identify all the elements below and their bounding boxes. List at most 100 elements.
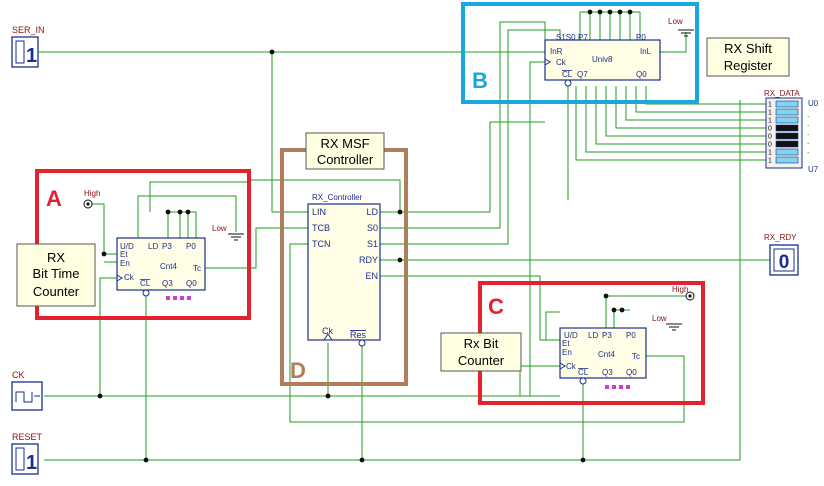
input-ser-in[interactable]: SER_IN 1 <box>11 25 45 68</box>
wire-reset <box>44 100 741 461</box>
junctions <box>97 9 633 463</box>
shift-register[interactable]: S1S0 P7 P0 InR InL Ck Univ8 CL Q7 Q0 <box>544 33 661 87</box>
rx-data-bit-led <box>775 100 799 108</box>
ck-label: CK <box>12 370 25 380</box>
junction-dot <box>617 9 623 15</box>
shift-reg-name: Univ8 <box>592 55 613 64</box>
svg-text:.: . <box>807 119 809 128</box>
low-c-label: Low <box>652 314 667 323</box>
junction-dot <box>619 307 625 313</box>
wire-b-inl <box>660 32 687 53</box>
wire-s0 <box>380 21 546 229</box>
pin-s1: S1 <box>367 239 378 249</box>
wire-s1 <box>380 29 561 245</box>
junction-dot <box>597 9 603 15</box>
rx-data-bit-led <box>775 132 799 140</box>
junction-dot <box>359 457 365 463</box>
pin-q3: Q3 <box>162 279 173 288</box>
pin-ck-b: Ck <box>556 58 567 67</box>
pin-tc-c: Tc <box>632 352 640 361</box>
pin-p0-c: P0 <box>626 331 636 340</box>
rx-data-top-label: U0 <box>808 99 819 108</box>
pin-lin: LIN <box>312 207 326 217</box>
clock-wave-icon <box>15 391 33 403</box>
pin-q0-b: Q0 <box>636 70 647 79</box>
junction-dot <box>143 457 149 463</box>
wire-tcn <box>289 243 685 423</box>
wires <box>44 11 770 461</box>
pin-inl: InL <box>640 47 652 56</box>
junction-dot <box>397 209 403 215</box>
clock-edge-icon <box>544 58 551 66</box>
pin-cl-b: CL <box>562 70 573 79</box>
region-a-letter: A <box>46 186 62 211</box>
ser-in-label: SER_IN <box>12 25 45 35</box>
rx-data-bit-led <box>775 140 799 148</box>
high-a-label: High <box>84 189 100 198</box>
junction-dot <box>97 393 103 399</box>
pin-en-c: En <box>562 348 572 357</box>
rx-data-bit-label: 0 <box>768 134 772 141</box>
junction-dot <box>165 209 171 215</box>
caption-a: RX Bit Time Counter <box>16 243 96 307</box>
wire-ser-in-drop <box>271 52 308 213</box>
counter-c-name: Cnt4 <box>598 350 615 359</box>
caption-a-line2: Bit Time <box>33 266 80 281</box>
wire-c-et <box>545 311 560 340</box>
wire-en <box>380 275 560 341</box>
low-b: Low <box>668 17 694 37</box>
caption-b-line2: Register <box>724 58 773 73</box>
junction-dot <box>580 457 586 463</box>
clock-edge-icon <box>116 274 123 282</box>
rx-data-bottom-label: U7 <box>808 165 819 174</box>
pin-p0-b: P0 <box>636 33 646 42</box>
counter-c[interactable]: U/D LD P3 P0 Et En Ck Cnt4 Tc CL Q3 Q0 <box>559 327 647 389</box>
pin-en-out: EN <box>365 271 378 281</box>
high-a: High <box>83 189 100 209</box>
rx-data-bit-label: 1 <box>768 150 772 157</box>
output-probes <box>166 296 191 300</box>
high-c: High <box>672 285 695 301</box>
caption-d: RX MSF Controller <box>305 132 385 170</box>
toggle-switch-icon <box>15 40 25 64</box>
junction-dot <box>101 251 107 257</box>
controller-name: RX_Controller <box>312 193 363 202</box>
pin-tcn: TCN <box>312 239 331 249</box>
pin-cl: CL <box>140 279 151 288</box>
pin-ck: Ck <box>124 273 135 282</box>
caption-c-line1: Rx Bit <box>464 336 499 351</box>
rx-data-label: RX_DATA <box>764 89 800 98</box>
pin-en: En <box>120 259 130 268</box>
clock-edge-icon <box>559 362 566 370</box>
pin-q3-c: Q3 <box>602 368 613 377</box>
input-ck[interactable]: CK <box>11 370 43 411</box>
pin-p7: P7 <box>578 33 588 42</box>
pin-ud-c: U/D <box>564 331 578 340</box>
rx-data-bit-led <box>775 148 799 156</box>
rx-data-bit-label: 1 <box>768 118 772 125</box>
wire-ld-loop <box>250 179 401 212</box>
rx-rdy-display: RX_RDY 0 <box>764 233 799 276</box>
rx-data-bit-led <box>775 124 799 132</box>
pin-rdy: RDY <box>359 255 378 265</box>
wire-ld <box>380 121 545 213</box>
rx-rdy-label: RX_RDY <box>764 233 797 242</box>
pin-s0: S0 <box>367 223 378 233</box>
toggle-switch-icon <box>15 447 25 471</box>
rx-rdy-value: 0 <box>779 252 790 273</box>
pin-tcb: TCB <box>312 223 330 233</box>
region-b-letter: B <box>472 68 488 93</box>
pin-q0: Q0 <box>186 279 197 288</box>
input-reset[interactable]: RESET 1 <box>11 432 43 475</box>
rx-data-bit-led <box>775 108 799 116</box>
junction-dot <box>607 9 613 15</box>
counter-a[interactable]: U/D LD P3 P0 Et En Ck Cnt4 Tc CL Q3 Q0 <box>116 237 206 300</box>
wire-ld-to-a <box>149 181 250 212</box>
wire-high-a <box>92 203 117 255</box>
svg-text:.: . <box>807 146 809 155</box>
region-d-letter: D <box>290 358 306 383</box>
pin-et: Et <box>120 250 128 259</box>
controller[interactable]: RX_Controller LIN TCB TCN LD S0 S1 RDY E… <box>307 193 381 347</box>
